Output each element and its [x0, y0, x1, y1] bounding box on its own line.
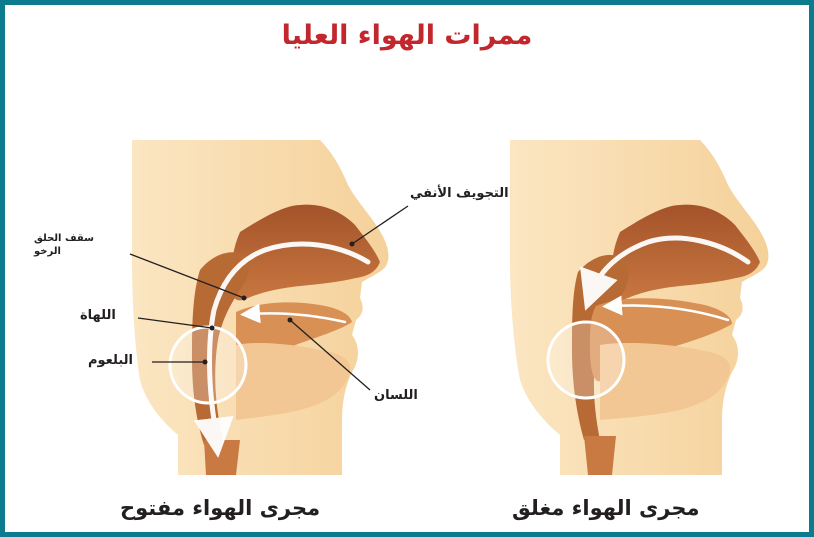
left-airway-highlight	[170, 327, 246, 403]
label-tongue: اللسان	[374, 388, 418, 403]
label-soft-palate: سقف الحلق الرخو	[34, 232, 104, 258]
caption-closed-airway: مجرى الهواء مغلق	[512, 496, 699, 520]
left-throat	[204, 440, 240, 475]
right-airway-highlight	[548, 322, 624, 398]
right-throat	[584, 436, 616, 475]
caption-open-airway: مجرى الهواء مفتوح	[120, 496, 320, 520]
label-uvula: اللهاة	[80, 308, 116, 323]
label-nasal-cavity: التجويف الأنفي	[410, 186, 509, 201]
label-pharynx: البلعوم	[88, 353, 133, 368]
left-head	[130, 140, 408, 475]
right-head	[510, 140, 768, 475]
